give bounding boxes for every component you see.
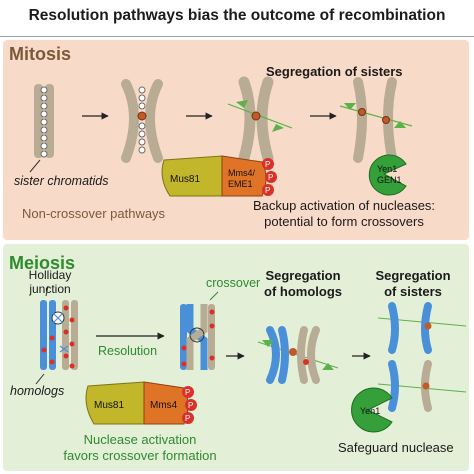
mitosis-mms4-label-2: EME1 bbox=[228, 179, 253, 189]
meiosis-mms4-label: Mms4 bbox=[150, 400, 178, 411]
segregation-sisters-line1: Segregation bbox=[375, 268, 451, 283]
non-crossover-label: Non-crossover pathways bbox=[22, 206, 166, 221]
meiosis-heading: Meiosis bbox=[9, 253, 76, 273]
mitosis-separated-sisters bbox=[339, 77, 413, 163]
backup-activation-line2: potential to form crossovers bbox=[264, 214, 424, 229]
nuclease-activation-line2: favors crossover formation bbox=[63, 448, 217, 463]
meiosis-yen1-label: Yen1 bbox=[360, 406, 380, 416]
meiosis-mus81-label: Mus81 bbox=[94, 400, 124, 411]
sister-chromatids-label: sister chromatids bbox=[14, 174, 109, 188]
figure-title: Resolution pathways bias the outcome of … bbox=[28, 7, 446, 24]
mitosis-mus81-complex bbox=[161, 155, 277, 197]
resolution-label: Resolution bbox=[98, 344, 158, 358]
meiosis-mus81-complex bbox=[85, 381, 197, 425]
safeguard-label: Safeguard nuclease bbox=[338, 440, 454, 455]
mitosis-sister-chromatids bbox=[29, 84, 54, 173]
meiosis-phospho-1: P bbox=[185, 388, 190, 397]
mitosis-phospho-1: P bbox=[265, 160, 270, 169]
meiosis-phospho-3: P bbox=[185, 414, 190, 423]
backup-activation-line1: Backup activation of nucleases: bbox=[252, 198, 436, 213]
crossover-label: crossover bbox=[206, 276, 261, 290]
title-bar: Resolution pathways bias the outcome of … bbox=[0, 0, 474, 37]
holliday-label-line1: Holliday bbox=[28, 268, 72, 282]
segregation-homologs-line1: Segregation bbox=[265, 268, 341, 283]
meiosis-homologs bbox=[35, 285, 78, 385]
mitosis-mus81-label: Mus81 bbox=[170, 174, 200, 185]
meiosis-segregating-sisters bbox=[377, 302, 467, 412]
meiosis-segregating-homologs bbox=[257, 326, 339, 384]
mitosis-segregating-x bbox=[227, 76, 293, 164]
meiosis-crossover bbox=[180, 291, 219, 370]
mitosis-yen1-pacman bbox=[368, 154, 407, 196]
homologs-label: homologs bbox=[10, 384, 65, 398]
mitosis-heading: Mitosis bbox=[9, 44, 72, 64]
segregation-sisters-line2: of sisters bbox=[384, 284, 442, 299]
holliday-label-line2: junction bbox=[29, 282, 71, 296]
mitosis-phospho-2: P bbox=[268, 173, 273, 182]
mitosis-phospho-3: P bbox=[265, 186, 270, 195]
mitosis-yen1-label: Yen1 bbox=[377, 164, 397, 174]
segregation-homologs-line2: of homologs bbox=[264, 284, 342, 299]
mitosis-joined-chromatids bbox=[121, 79, 163, 163]
meiosis-panel bbox=[3, 244, 469, 471]
mitosis-segregation-label: Segregation of sisters bbox=[266, 64, 403, 79]
mitosis-gen1-label: GEN1 bbox=[377, 175, 402, 185]
nuclease-activation-line1: Nuclease activation bbox=[83, 432, 197, 447]
meiosis-phospho-2: P bbox=[188, 401, 193, 410]
mitosis-mms4-label-1: Mms4/ bbox=[228, 168, 255, 178]
meiosis-yen1-pacman bbox=[351, 387, 393, 433]
